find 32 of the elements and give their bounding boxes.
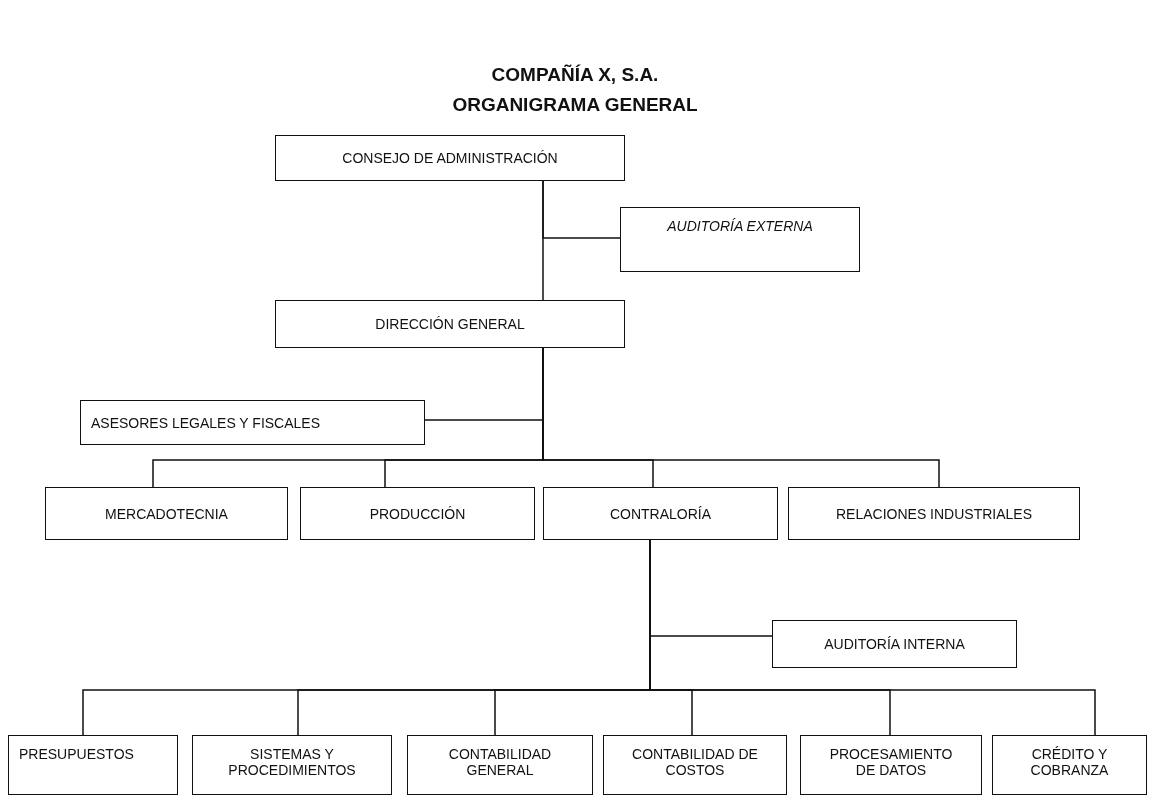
org-box — [275, 300, 625, 348]
org-box — [992, 735, 1147, 795]
unit-name: DIRECCIÓN GENERAL — [375, 316, 525, 332]
unit-name: AUDITORÍA EXTERNA — [667, 218, 813, 234]
unit-name: CONTRALORÍA — [609, 505, 712, 522]
org-box — [788, 487, 1080, 540]
unit-name: PRODUCCIÓN — [369, 505, 466, 522]
unit-name: PRESUPUESTOS — [19, 746, 134, 762]
connector-line — [542, 180, 544, 301]
org-box — [300, 487, 535, 540]
org-box — [620, 207, 860, 272]
org-box — [603, 735, 787, 795]
org-box — [800, 735, 982, 795]
unit-name: MERCADOTECNIA — [105, 505, 228, 522]
unit-name: CONTABILIDAD GENERAL — [447, 746, 553, 778]
unit-name: ASESORES LEGALES Y FISCALES — [91, 414, 321, 431]
unit-name: RELACIONES INDUSTRIALES — [835, 505, 1033, 522]
org-box — [275, 135, 625, 181]
unit-name: PROCESAMIENTO DE DATOS — [828, 746, 954, 778]
unit-name: CONTABILIDAD DE COSTOS — [631, 746, 759, 778]
unit-name: AUDITORÍA INTERNA — [824, 636, 965, 652]
org-box — [407, 735, 593, 795]
org-box — [45, 487, 288, 540]
org-box — [772, 620, 1017, 668]
chart-title: COMPAÑÍA X, S.A. ORGANIGRAMA GENERAL — [451, 63, 699, 117]
org-box — [192, 735, 392, 795]
org-box — [8, 735, 178, 795]
org-box — [543, 487, 778, 540]
unit-name: CRÉDITO Y COBRANZA — [1029, 746, 1110, 778]
unit-name: SISTEMAS Y PROCEDIMIENTOS — [227, 746, 357, 778]
org-box — [80, 400, 425, 445]
unit-name: CONSEJO DE ADMINISTRACIÓN — [342, 150, 558, 166]
